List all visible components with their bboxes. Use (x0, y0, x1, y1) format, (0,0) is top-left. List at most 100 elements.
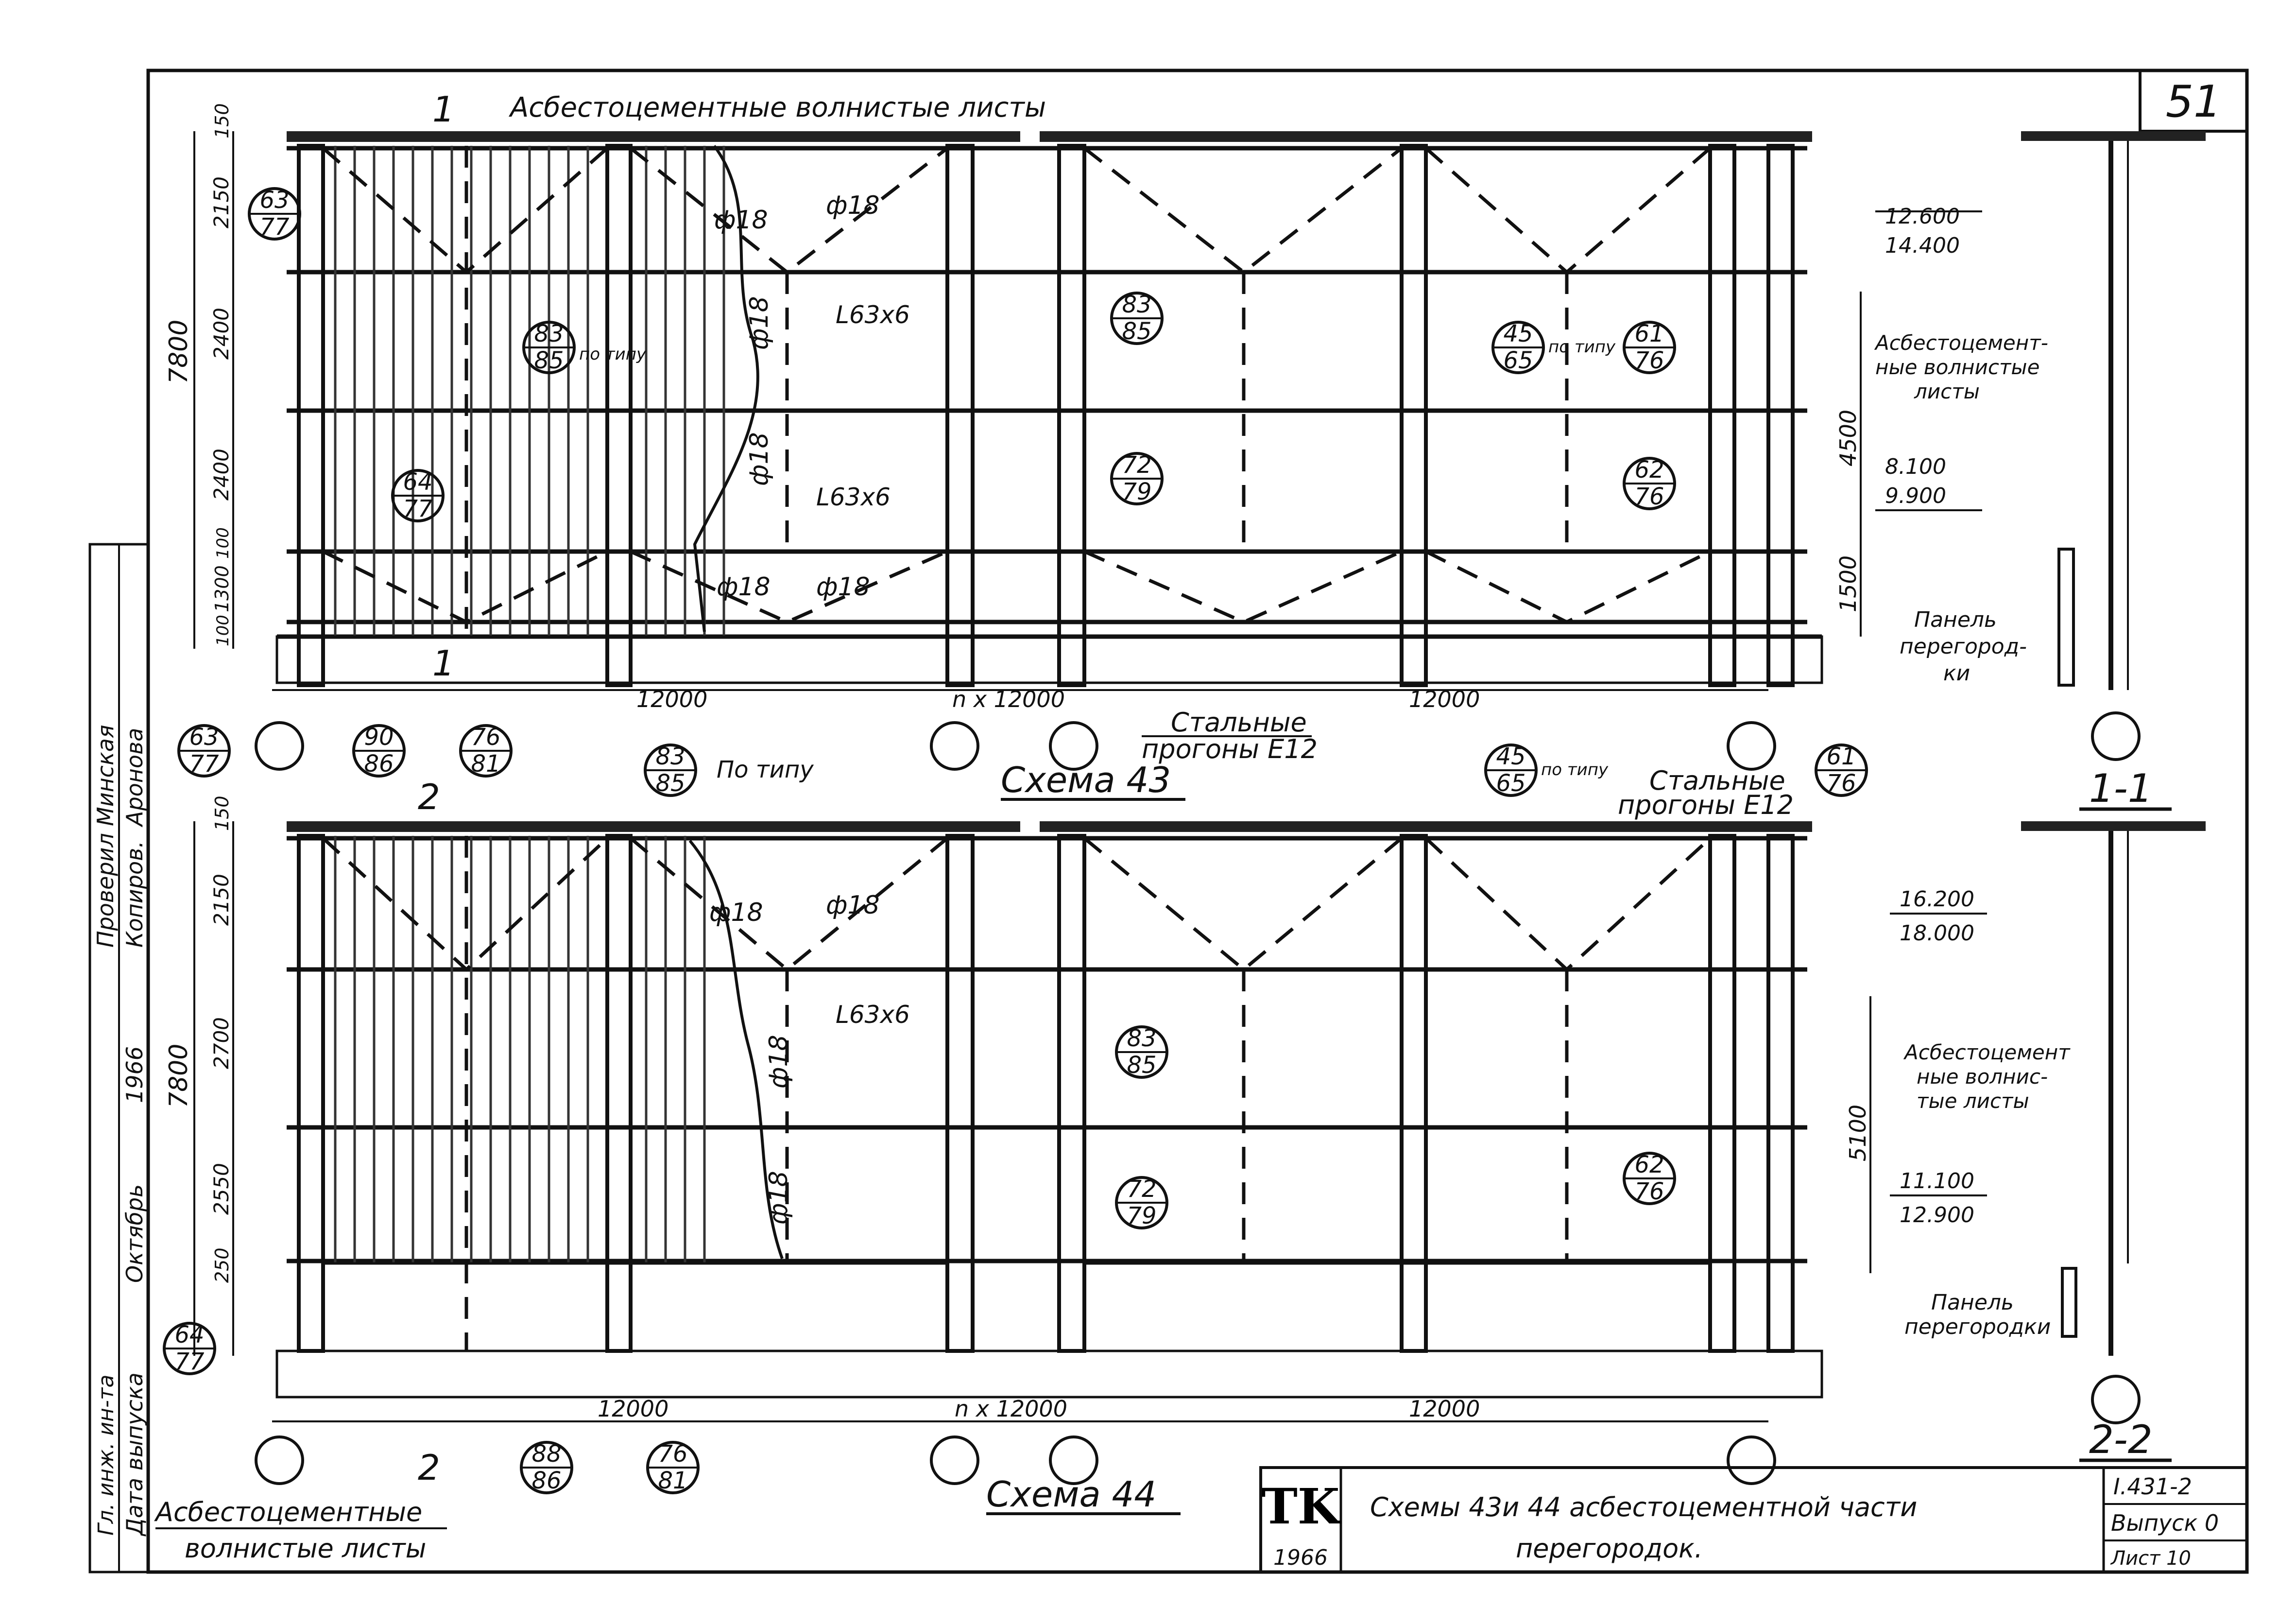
title-line-2: перегородок. (1516, 1533, 1703, 1564)
callout-44-9: 76 81 (646, 1440, 700, 1494)
callout-44-7-den: 77 (174, 1348, 205, 1375)
braces-44 (322, 836, 1712, 1351)
level-43-2: 14.400 (1885, 233, 1960, 258)
callout-44-2-num: 45 (1496, 743, 1525, 770)
purlins-label-44-1: Стальные (1649, 765, 1785, 796)
rod-label-43-1: ф18 (714, 206, 768, 235)
rod-label-43-5: ф18 (717, 572, 771, 602)
callout-43-7-num: 62 (1634, 456, 1664, 484)
purlins-label-43-1: Стальные (1171, 707, 1307, 738)
callout-43-2-num: 64 (403, 468, 432, 496)
dim-v-44-4: 250 (211, 1247, 233, 1283)
level-44-1: 16.200 (1900, 887, 1974, 912)
dim-v-43-5: 1300 (211, 565, 233, 612)
callout-43-5-note: по типу (1548, 337, 1616, 357)
dim-v-43-6: 100 (213, 615, 233, 646)
side-date-label: Дата выпуска (121, 1372, 148, 1537)
angle-label-44: L63x6 (836, 1001, 910, 1029)
callout-44-9-num: 76 (658, 1440, 687, 1468)
callout-44-5-den: 79 (1127, 1202, 1156, 1229)
callout-44-4-den: 85 (1127, 1052, 1156, 1079)
scheme-44: 2 2 ф18 ф18 ф18 ф18 L63x6 7800 150 2150 … (154, 724, 2206, 1564)
stamp-year: 1966 (1273, 1545, 1328, 1570)
callout-43-3: 83 85 (1110, 291, 1164, 345)
callout-44-0-num: 63 (189, 724, 219, 751)
cut-mark-top-44: 2 (418, 777, 440, 817)
roof-sheet-right-44 (1040, 821, 1812, 832)
callout-43-5-den: 65 (1503, 347, 1533, 374)
dim-right-43-1: 4500 (1835, 410, 1861, 467)
side-engineer-label: Гл. инж. ин-та (94, 1375, 119, 1536)
braces-43 (322, 146, 1712, 637)
rod-label-43-2: ф18 (826, 191, 880, 220)
callout-44-6: 62 76 (1623, 1151, 1676, 1205)
section-label-1-2: ные волнистые (1875, 355, 2039, 379)
callout-43-7: 62 76 (1623, 456, 1676, 510)
dim-right-44: 5100 (1845, 1105, 1871, 1161)
dim-total-43: 7800 (164, 320, 193, 384)
axis-circles-43 (255, 711, 2141, 771)
base-panel-44-left (322, 1262, 949, 1352)
level-44-2: 18.000 (1900, 921, 1974, 946)
callout-43-5-num: 45 (1503, 320, 1533, 347)
sheet-number: 51 (2166, 76, 2222, 127)
callout-44-0: 63 77 (177, 724, 231, 778)
rod-label-43-6: ф18 (816, 572, 870, 602)
callout-43-1: 83 85 по типу (522, 320, 647, 374)
title-block: TK 1966 Схемы 43и 44 асбестоцементной ча… (1259, 1466, 2248, 1573)
section-roof-1 (2021, 131, 2206, 141)
callout-44-5: 72 79 (1115, 1176, 1168, 1229)
callout-43-4-num: 72 (1122, 451, 1151, 479)
rod-label-43-4: ф18 (745, 432, 774, 486)
rod-label-44-3: ф18 (764, 1035, 793, 1089)
dim-h-43-2: 12000 (1409, 686, 1480, 712)
callout-44-3: 61 76 (1815, 743, 1868, 797)
side-checked-name: Минская (92, 725, 119, 826)
side-copied-name: Аронова (121, 728, 148, 828)
callout-43-3-den: 85 (1122, 318, 1151, 345)
section-label-2-3: тые листы (1917, 1089, 2029, 1113)
base-panel-44-right (1083, 1262, 1712, 1352)
callout-43-4-den: 79 (1122, 478, 1151, 505)
callout-43-2: 64 77 (391, 468, 445, 522)
callout-43-8: 90 86 (352, 724, 406, 778)
callout-43-1-note: по типу (579, 345, 647, 364)
panel-label-1-3: ки (1943, 661, 1970, 686)
callout-43-0-den: 77 (259, 213, 290, 241)
issue-label: Выпуск 0 (2111, 1510, 2219, 1536)
cut-mark-bottom-43: 1 (432, 643, 455, 684)
bottom-label-44-2: волнистые листы (185, 1533, 426, 1564)
angle-label-43-2: L63x6 (816, 483, 891, 511)
callout-44-7: 64 77 (163, 1321, 216, 1375)
girts-43 (277, 146, 1822, 639)
callout-43-8-den: 86 (364, 750, 394, 778)
dim-v-43-1: 2150 (209, 176, 233, 228)
dim-v-44-2: 2700 (209, 1017, 233, 1069)
level-43-3: 8.100 (1885, 454, 1946, 479)
callout-43-6-den: 76 (1634, 347, 1664, 374)
panel-label-1-2: перегород- (1900, 634, 2027, 659)
sheet-hatching-44 (334, 836, 706, 1263)
rod-label-44-4: ф18 (764, 1171, 793, 1225)
callout-44-7-num: 64 (174, 1321, 204, 1349)
callout-43-6-num: 61 (1634, 320, 1664, 347)
side-date-value: Октябрь (121, 1184, 148, 1283)
side-checked-label: Проверил (92, 833, 119, 948)
cut-mark-top-43: 1 (432, 89, 455, 130)
break-line-44 (688, 840, 784, 1260)
rod-label-43-3: ф18 (745, 296, 774, 350)
stamp-mark: TK (1261, 1478, 1341, 1535)
callout-43-4: 72 79 (1110, 451, 1164, 505)
section-label-2-1: Асбестоцемент (1903, 1040, 2071, 1064)
callout-43-2-den: 77 (403, 495, 433, 522)
level-43-4: 9.900 (1885, 484, 1946, 508)
level-44-4: 12.900 (1900, 1203, 1974, 1228)
callout-44-8-den: 86 (531, 1467, 561, 1494)
section-roof-2 (2021, 821, 2206, 831)
foundation-beam-43 (275, 635, 1823, 684)
section-title-1: 1-1 (2089, 766, 2153, 811)
side-year-value: 1966 (121, 1046, 148, 1103)
level-44-3: 11.100 (1900, 1169, 1974, 1193)
dim-v-43-2: 2400 (209, 308, 233, 360)
callout-44-5-num: 72 (1127, 1176, 1156, 1203)
